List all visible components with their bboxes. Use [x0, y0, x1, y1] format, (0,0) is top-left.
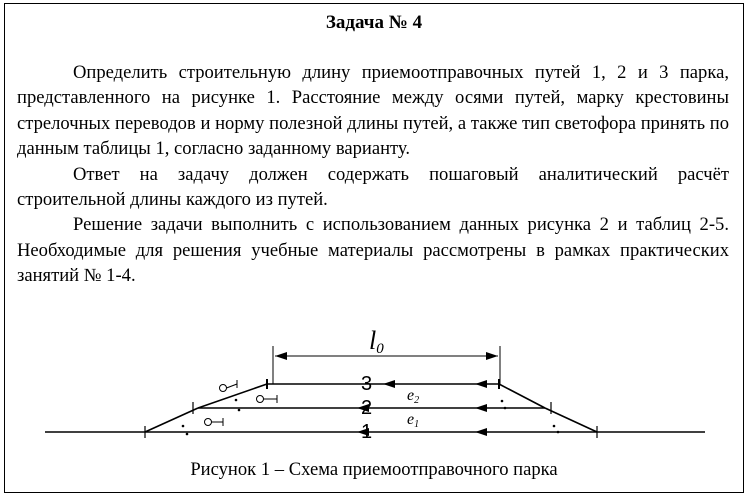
task-title: Задача № 4	[325, 12, 423, 33]
right-ladder-track-3	[498, 383, 546, 409]
task-text: Определить строительную длину приемоотпр…	[17, 60, 729, 289]
fouling-point	[181, 424, 185, 428]
fouling-point	[503, 406, 507, 410]
track-2-direction-arrow	[475, 404, 487, 412]
track-3-label: 3	[361, 373, 372, 395]
length-label-sub: 0	[376, 341, 384, 357]
fouling-point	[556, 430, 560, 434]
track-2-direction-arrow	[357, 404, 369, 412]
signal-icon	[256, 395, 278, 403]
distance-label-e1: e1	[407, 411, 419, 430]
right-ladder-track-2	[544, 407, 598, 433]
task-frame: Задача № 4 Определить строительную длину…	[4, 3, 744, 493]
paragraph-1: Определить строительную длину приемоотпр…	[17, 62, 729, 160]
distance-label-e2-base: e	[407, 387, 414, 404]
track-2-label: 2	[361, 397, 372, 419]
length-label-base: l	[369, 326, 376, 355]
left-ladder-track-3	[197, 383, 268, 409]
fouling-point	[552, 424, 556, 428]
signal-icon	[219, 380, 238, 392]
fouling-point	[185, 432, 189, 436]
distance-label-e1-base: e	[407, 411, 414, 428]
distance-label-e1-sub: 1	[414, 419, 419, 430]
left-ladder-track-2	[144, 407, 199, 433]
fouling-point	[234, 398, 238, 402]
track-1-direction-arrow	[475, 428, 487, 436]
dimension-arrow-left	[275, 352, 287, 360]
paragraph-2: Ответ на задачу должен содержать пошагов…	[17, 163, 729, 211]
length-label: l0	[369, 326, 384, 357]
track-1-direction-arrow	[357, 428, 369, 436]
fouling-point	[500, 399, 504, 403]
fouling-point	[237, 408, 241, 412]
dimension-arrow-right	[486, 352, 498, 360]
station-yard-diagram: l0	[45, 326, 705, 443]
track-3-direction-arrow	[383, 380, 395, 388]
distance-label-e2-sub: 2	[414, 395, 419, 406]
distance-label-e2: e2	[407, 387, 419, 406]
paragraph-3: Решение задачи выполнить с использование…	[17, 214, 729, 287]
figure-caption: Рисунок 1 – Схема приемоотправочного пар…	[190, 459, 558, 480]
track-3-direction-arrow	[475, 380, 487, 388]
track-1-label: 1	[361, 421, 372, 443]
signal-icon	[204, 418, 224, 426]
